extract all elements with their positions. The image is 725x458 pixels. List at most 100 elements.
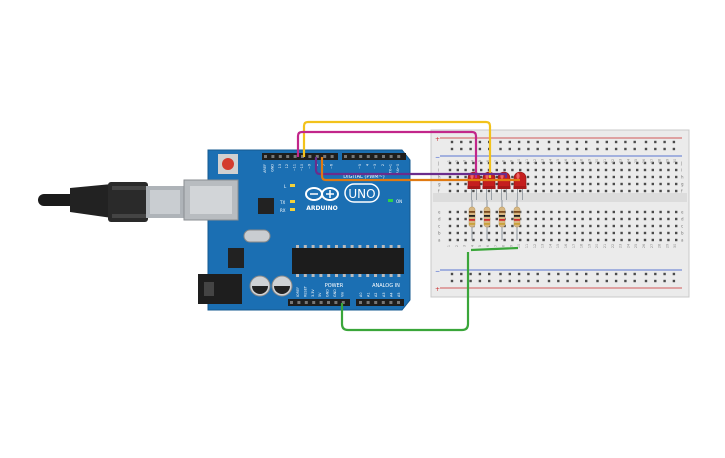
header-pin[interactable] xyxy=(334,301,338,304)
rail-hole[interactable] xyxy=(605,272,608,276)
breadboard-hole[interactable] xyxy=(558,161,561,165)
breadboard-hole[interactable] xyxy=(550,224,553,228)
rail-hole[interactable] xyxy=(566,279,569,283)
rail-hole[interactable] xyxy=(585,147,588,151)
rail-hole[interactable] xyxy=(478,147,482,151)
rail-hole[interactable] xyxy=(557,279,560,283)
wire-orange[interactable] xyxy=(320,157,520,182)
breadboard-hole[interactable] xyxy=(503,161,506,165)
breadboard-hole[interactable] xyxy=(565,238,569,242)
breadboard-hole[interactable] xyxy=(558,238,561,242)
breadboard-hole[interactable] xyxy=(636,182,639,186)
header-pin[interactable] xyxy=(304,301,308,304)
breadboard-hole[interactable] xyxy=(558,175,561,179)
breadboard-hole[interactable] xyxy=(597,161,600,165)
breadboard-hole[interactable] xyxy=(542,168,545,172)
breadboard-hole[interactable] xyxy=(542,224,545,228)
breadboard-hole[interactable] xyxy=(597,168,600,172)
breadboard-hole[interactable] xyxy=(604,189,608,193)
breadboard-hole[interactable] xyxy=(495,210,498,214)
breadboard-hole[interactable] xyxy=(643,175,647,179)
breadboard-hole[interactable] xyxy=(651,210,654,214)
breadboard-hole[interactable] xyxy=(659,210,662,214)
rail-hole[interactable] xyxy=(585,272,588,276)
breadboard-hole[interactable] xyxy=(612,238,615,242)
breadboard-hole[interactable] xyxy=(573,189,576,193)
breadboard-hole[interactable] xyxy=(526,210,530,214)
header-pin[interactable] xyxy=(323,155,327,158)
rail-hole[interactable] xyxy=(633,140,636,144)
rail-hole[interactable] xyxy=(547,272,551,276)
breadboard-hole[interactable] xyxy=(620,210,623,214)
breadboard-hole[interactable] xyxy=(581,231,584,235)
breadboard-hole[interactable] xyxy=(456,168,459,172)
breadboard-hole[interactable] xyxy=(495,231,498,235)
breadboard-hole[interactable] xyxy=(659,175,662,179)
breadboard-hole[interactable] xyxy=(480,217,483,221)
rail-hole[interactable] xyxy=(536,279,539,283)
breadboard-hole[interactable] xyxy=(581,182,584,186)
header-pin[interactable] xyxy=(308,155,312,158)
breadboard-hole[interactable] xyxy=(667,210,670,214)
breadboard-hole[interactable] xyxy=(589,238,592,242)
rail-hole[interactable] xyxy=(517,140,521,144)
breadboard-hole[interactable] xyxy=(675,217,678,221)
header-pin[interactable] xyxy=(315,155,319,158)
breadboard-hole[interactable] xyxy=(604,231,608,235)
breadboard-hole[interactable] xyxy=(448,210,452,214)
breadboard-hole[interactable] xyxy=(526,231,530,235)
breadboard-hole[interactable] xyxy=(511,189,514,193)
breadboard-hole[interactable] xyxy=(558,224,561,228)
breadboard-hole[interactable] xyxy=(597,238,600,242)
breadboard-hole[interactable] xyxy=(597,217,600,221)
breadboard-hole[interactable] xyxy=(636,168,639,172)
breadboard-hole[interactable] xyxy=(464,217,467,221)
rail-hole[interactable] xyxy=(450,279,454,283)
breadboard-hole[interactable] xyxy=(667,182,670,186)
header-pin[interactable] xyxy=(389,301,393,304)
rail-hole[interactable] xyxy=(566,272,569,276)
rail-hole[interactable] xyxy=(663,140,666,144)
breadboard-hole[interactable] xyxy=(472,231,475,235)
breadboard-hole[interactable] xyxy=(604,238,608,242)
header-pin[interactable] xyxy=(374,301,378,304)
header-pin[interactable] xyxy=(319,301,323,304)
breadboard-hole[interactable] xyxy=(628,217,631,221)
rail-hole[interactable] xyxy=(508,140,511,144)
breadboard-hole[interactable] xyxy=(589,231,592,235)
rail-hole[interactable] xyxy=(663,279,666,283)
breadboard-hole[interactable] xyxy=(589,217,592,221)
breadboard-hole[interactable] xyxy=(526,168,530,172)
breadboard-hole[interactable] xyxy=(464,161,467,165)
breadboard-hole[interactable] xyxy=(542,161,545,165)
breadboard-hole[interactable] xyxy=(464,175,467,179)
rail-hole[interactable] xyxy=(547,140,551,144)
rail-hole[interactable] xyxy=(460,272,463,276)
rail-hole[interactable] xyxy=(547,147,551,151)
breadboard-hole[interactable] xyxy=(620,189,623,193)
breadboard-hole[interactable] xyxy=(448,182,452,186)
breadboard-hole[interactable] xyxy=(589,210,592,214)
header-pin[interactable] xyxy=(381,301,385,304)
breadboard-hole[interactable] xyxy=(534,238,537,242)
breadboard-hole[interactable] xyxy=(464,238,467,242)
rail-hole[interactable] xyxy=(460,140,463,144)
breadboard-hole[interactable] xyxy=(651,182,654,186)
rail-hole[interactable] xyxy=(460,147,463,151)
header-pin[interactable] xyxy=(271,155,275,158)
rail-hole[interactable] xyxy=(536,272,539,276)
breadboard-hole[interactable] xyxy=(589,189,592,193)
breadboard-hole[interactable] xyxy=(558,168,561,172)
breadboard-hole[interactable] xyxy=(581,189,584,193)
breadboard-hole[interactable] xyxy=(651,231,654,235)
breadboard-hole[interactable] xyxy=(511,175,514,179)
breadboard-hole[interactable] xyxy=(456,210,459,214)
rail-hole[interactable] xyxy=(547,279,551,283)
breadboard-hole[interactable] xyxy=(550,168,553,172)
rail-hole[interactable] xyxy=(478,140,482,144)
breadboard-hole[interactable] xyxy=(542,231,545,235)
breadboard-hole[interactable] xyxy=(487,189,491,193)
header-pin[interactable] xyxy=(327,301,330,304)
rail-hole[interactable] xyxy=(575,279,579,283)
breadboard-hole[interactable] xyxy=(472,161,475,165)
